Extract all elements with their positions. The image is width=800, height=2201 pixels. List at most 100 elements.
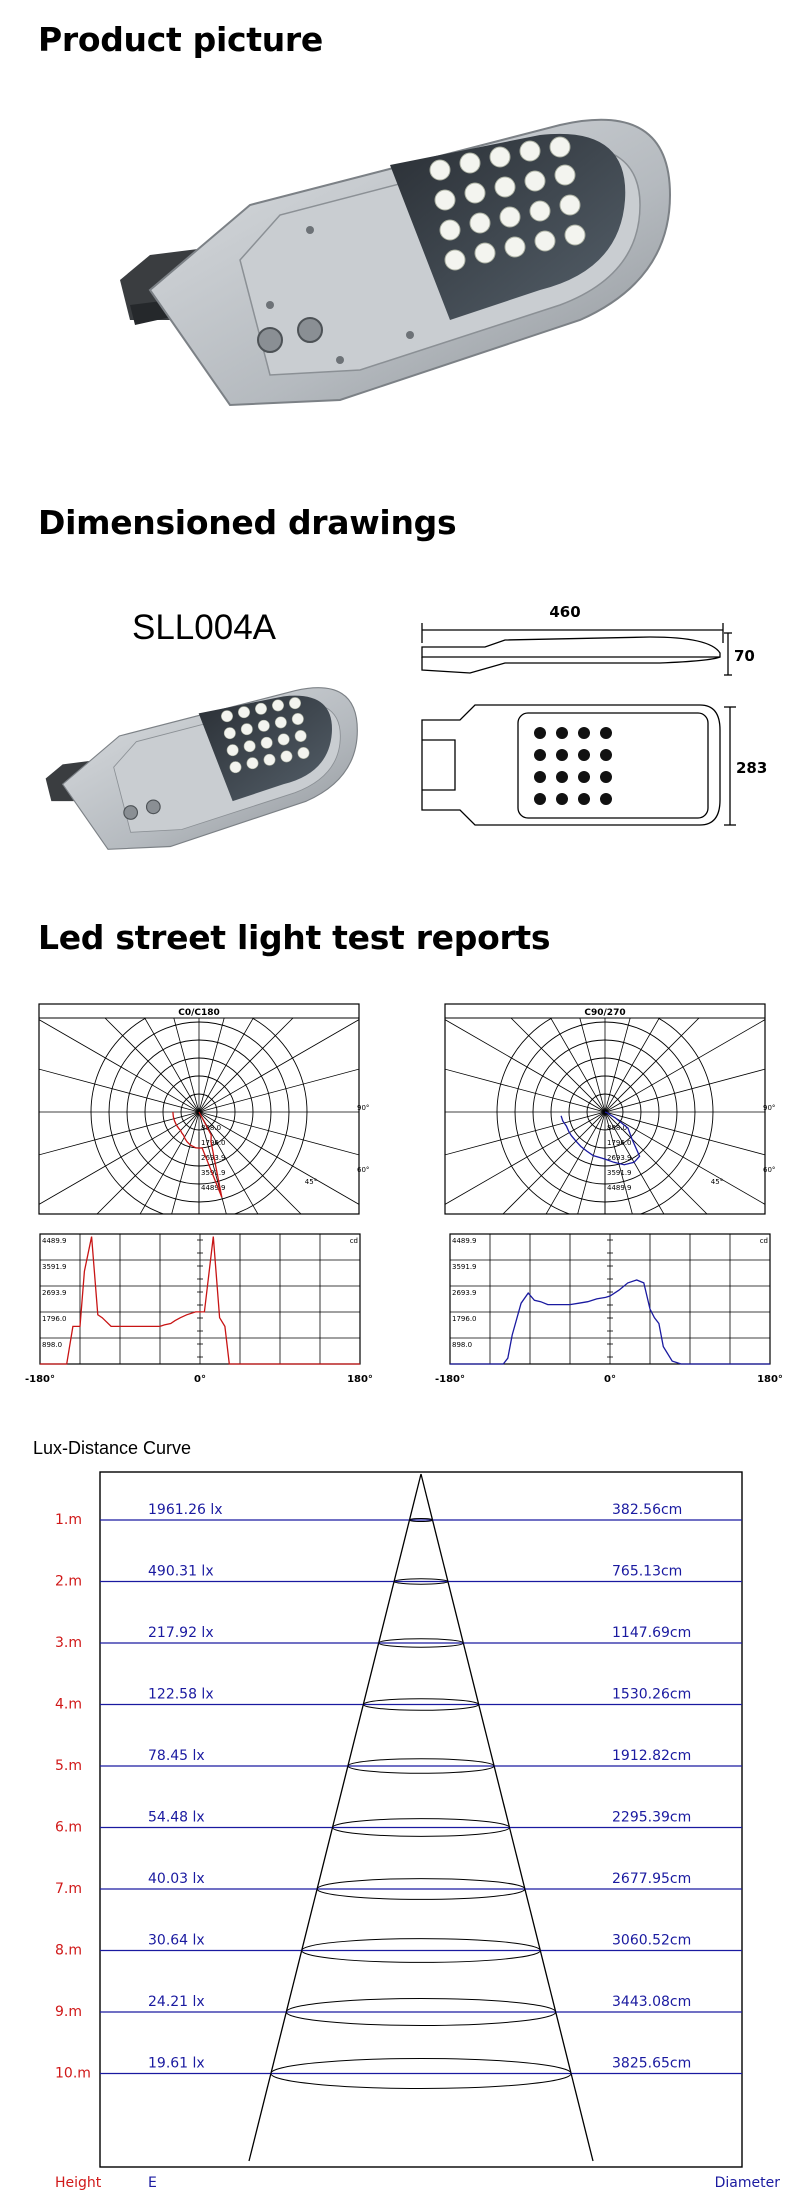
cone-ellipse	[378, 1638, 464, 1648]
cone-ellipse	[347, 1758, 495, 1774]
cone-ellipse	[285, 1998, 557, 2026]
lux-diameter-value: 3443.08cm	[612, 1994, 691, 2010]
polar-title: C90/270	[584, 1008, 625, 1018]
intensity-chart-c90-270: 898.0 1796.0 2693.9 3591.9 4489.9 cd -180° 0° 18…	[435, 1233, 783, 1385]
lux-diameter-value: 1147.69cm	[612, 1625, 691, 1641]
lux-height-label: 2.m	[55, 1574, 82, 1590]
cone-right-edge	[420, 1473, 594, 2162]
lux-frame	[99, 1471, 743, 2168]
length-label: 460	[549, 603, 580, 621]
lux-height-label: 7.m	[55, 1881, 82, 1897]
polar-chart-c0-c180: C0/C180 898.0 1796.0 2693.9 3591.9 4489.9 90° 6…	[38, 1003, 369, 1215]
section-title-test-reports: Led street light test reports	[38, 918, 551, 957]
lux-illuminance-value: 78.45 lx	[148, 1748, 205, 1764]
cone-ellipse	[393, 1578, 449, 1585]
intensity-y-tick-label: 2693.9	[452, 1289, 477, 1297]
cone-ellipse	[270, 2057, 572, 2090]
intensity-corner-label: cd	[760, 1237, 768, 1245]
section-title-product-picture: Product picture	[38, 20, 323, 59]
polar-angle-label: 60°	[357, 1166, 369, 1174]
lux-illuminance-value: 1961.26 lx	[148, 1502, 223, 1518]
cone-ellipse	[362, 1698, 480, 1711]
lux-height-label: 8.m	[55, 1943, 82, 1959]
polar-ring-label: 3591.9	[201, 1169, 226, 1177]
cone-ellipse	[408, 1518, 434, 1522]
polar-ring-label: 2693.9	[201, 1154, 226, 1162]
intensity-corner-label: cd	[350, 1237, 358, 1245]
lux-illuminance-value: 19.61 lx	[148, 2056, 205, 2072]
cone-ellipse	[331, 1818, 511, 1837]
lux-illuminance-value: 24.21 lx	[148, 1994, 205, 2010]
lux-diameter-value: 2295.39cm	[612, 1810, 691, 1826]
intensity-x-tick-label: 180°	[347, 1374, 373, 1385]
polar-ring-label: 898.0	[607, 1124, 627, 1132]
lux-height-label: 10.m	[55, 2066, 91, 2082]
dimension-drawing: 460 70 283	[421, 603, 767, 826]
intensity-chart-c0-c180: 898.0 1796.0 2693.9 3591.9 4489.9 cd -180° 0° 18…	[25, 1233, 373, 1385]
lux-height-label: 4.m	[55, 1697, 82, 1713]
height-label: 70	[734, 647, 755, 665]
polar-ring-label: 1796.0	[201, 1139, 226, 1147]
lux-diameter-value: 765.13cm	[612, 1564, 682, 1580]
intensity-y-tick-label: 898.0	[42, 1341, 62, 1349]
lux-column-height: Height	[55, 2175, 102, 2191]
polar-ring-label: 3591.9	[607, 1169, 632, 1177]
intensity-x-tick-label: -180°	[435, 1374, 465, 1385]
polar-curve	[560, 1111, 641, 1166]
lux-diameter-value: 3060.52cm	[612, 1933, 691, 1949]
lux-height-label: 1.m	[55, 1512, 82, 1528]
intensity-y-tick-label: 3591.9	[452, 1263, 477, 1271]
polar-angle-label: 45°	[711, 1178, 723, 1186]
intensity-y-tick-label: 2693.9	[42, 1289, 67, 1297]
lux-diameter-value: 382.56cm	[612, 1502, 682, 1518]
polar-ring-label: 4489.9	[201, 1184, 226, 1192]
lux-diameter-value: 2677.95cm	[612, 1871, 691, 1887]
width-label: 283	[736, 759, 767, 777]
intensity-x-tick-label: 0°	[604, 1374, 616, 1385]
intensity-series-line	[40, 1236, 360, 1365]
polar-radial-line	[445, 1068, 765, 1156]
polar-angle-label: 45°	[305, 1178, 317, 1186]
lux-height-label: 3.m	[55, 1635, 82, 1651]
polar-title: C0/C180	[178, 1008, 220, 1018]
intensity-y-tick-label: 1796.0	[452, 1315, 477, 1323]
cone-ellipse	[316, 1878, 526, 1900]
lux-distance-chart: 1.m 1961.26 lx 382.56cm 2.m 490.31 lx 765.13c…	[55, 1471, 780, 2191]
lux-diameter-value: 1530.26cm	[612, 1687, 691, 1703]
polar-radial-line	[39, 1068, 359, 1156]
polar-grid: 898.0 1796.0 2693.9 3591.9 4489.9	[39, 1018, 359, 1214]
polar-curve	[172, 1111, 223, 1198]
lux-height-label: 9.m	[55, 2004, 82, 2020]
lux-diameter-value: 3825.65cm	[612, 2056, 691, 2072]
cone-left-edge	[248, 1473, 422, 2162]
lux-illuminance-value: 40.03 lx	[148, 1871, 205, 1887]
intensity-y-tick-label: 898.0	[452, 1341, 472, 1349]
intensity-y-tick-label: 1796.0	[42, 1315, 67, 1323]
polar-ring-label: 898.0	[201, 1124, 221, 1132]
intensity-y-tick-label: 4489.9	[452, 1237, 477, 1245]
lux-height-label: 6.m	[55, 1820, 82, 1836]
intensity-x-tick-label: 0°	[194, 1374, 206, 1385]
polar-ring-label: 1796.0	[607, 1139, 632, 1147]
polar-angle-label: 90°	[763, 1104, 775, 1112]
lux-diameter-value: 1912.82cm	[612, 1748, 691, 1764]
intensity-y-tick-label: 3591.9	[42, 1263, 67, 1271]
polar-chart-c90-270: C90/270898.01796.02693.93591.94489.990°6…	[444, 1003, 775, 1215]
product-photo-small	[45, 687, 358, 850]
intensity-y-tick-label: 4489.9	[42, 1237, 67, 1245]
lux-illuminance-value: 490.31 lx	[148, 1564, 214, 1580]
lux-column-e: E	[148, 2175, 157, 2191]
polar-ring-label: 4489.9	[607, 1184, 632, 1192]
polar-angle-label: 60°	[763, 1166, 775, 1174]
intensity-x-tick-label: 180°	[757, 1374, 783, 1385]
intensity-x-tick-label: -180°	[25, 1374, 55, 1385]
lux-illuminance-value: 54.48 lx	[148, 1810, 205, 1826]
intensity-series-line	[450, 1279, 770, 1365]
lux-illuminance-value: 122.58 lx	[148, 1687, 214, 1703]
lux-height-label: 5.m	[55, 1758, 82, 1774]
lux-distance-title: Lux-Distance Curve	[33, 1438, 192, 1458]
section-title-dimensioned-drawings: Dimensioned drawings	[38, 503, 457, 542]
polar-angle-label: 90°	[357, 1104, 369, 1112]
product-photo	[120, 118, 672, 407]
